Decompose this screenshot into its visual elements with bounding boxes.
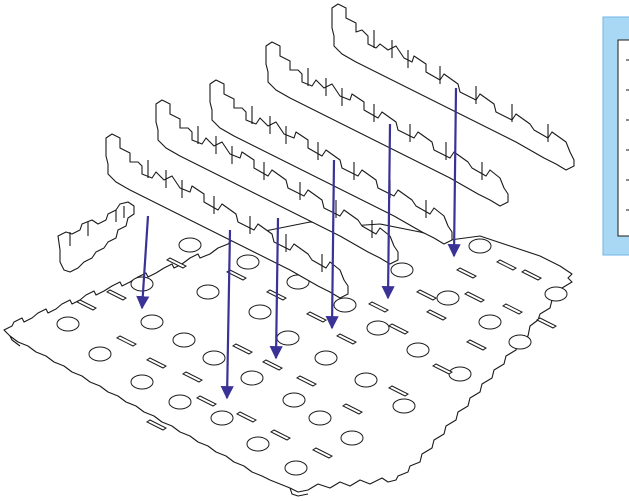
divider-panel-4 — [155, 99, 399, 265]
divider-panel-3 — [209, 79, 453, 245]
detail-inset — [602, 16, 629, 256]
arrow-3 — [269, 217, 283, 360]
arrow-5 — [381, 123, 395, 300]
arrow-4 — [325, 159, 339, 330]
arrow-6 — [447, 87, 461, 258]
divider-panel-5 — [105, 133, 349, 299]
plate-holes — [56, 237, 568, 476]
arrow-1 — [136, 215, 150, 310]
insertion-arrows — [136, 87, 461, 400]
end-panel-left — [57, 201, 135, 273]
arrow-2 — [220, 229, 234, 400]
divider-panel-2 — [265, 41, 509, 207]
divider-panel-1 — [331, 3, 575, 171]
